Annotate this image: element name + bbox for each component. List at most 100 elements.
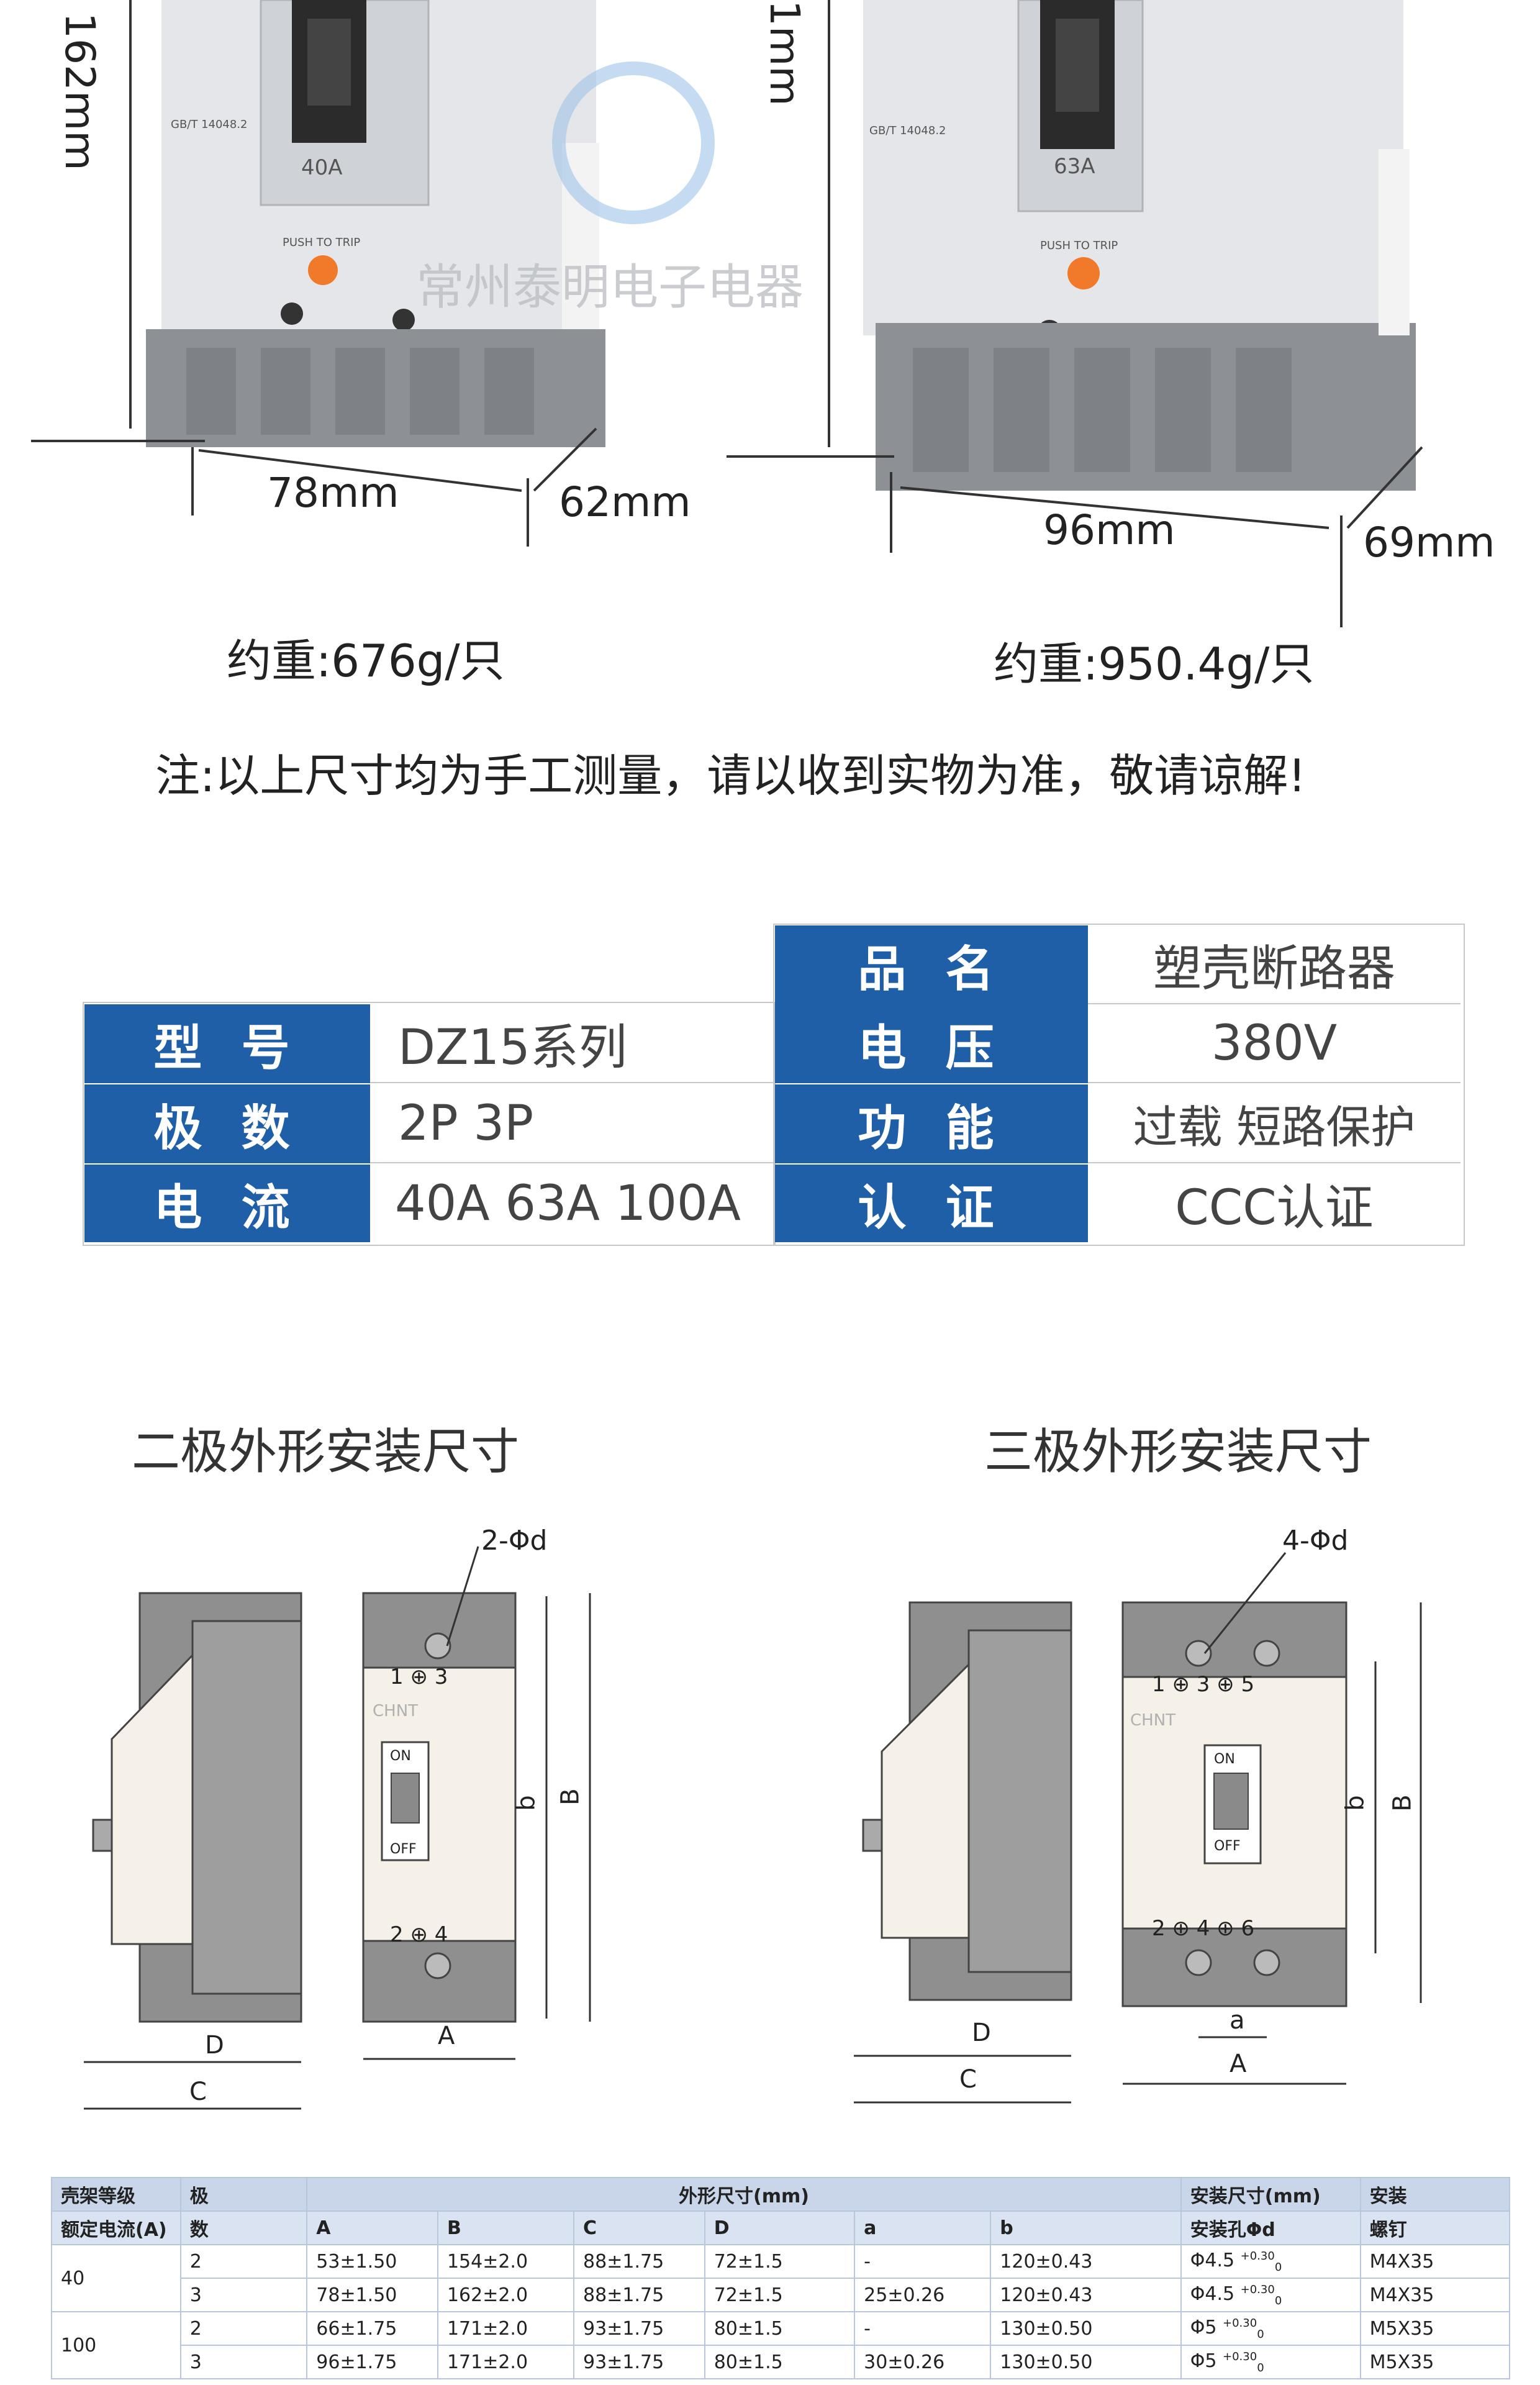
table-cell: 162±2.0 (437, 2278, 575, 2312)
right-weight: 约重:950.4g/只 (994, 638, 1315, 690)
dimensions-table: 壳架等级 极 外形尺寸(mm) 安装尺寸(mm) 安装 额定电流(A) 数 A … (51, 2177, 1511, 2379)
spec-value-function: 过载 短路保护 (1088, 1084, 1461, 1163)
table-cell: M5X35 (1359, 2345, 1511, 2379)
table-row: 3 96±1.75 171±2.0 93±1.75 80±1.5 30±0.26… (52, 2345, 1511, 2379)
tolerance-lower: 0 (1274, 2294, 1282, 2307)
table-cell: 80±1.5 (704, 2311, 856, 2346)
table-header-row-1: 壳架等级 极 外形尺寸(mm) 安装尺寸(mm) 安装 (51, 2177, 1511, 2212)
table-cell: 3 (179, 2278, 308, 2312)
two-pole-dim-C: C (189, 2078, 207, 2106)
left-breaker-image (146, 0, 605, 447)
left-standard-label: GB/T 14048.2 (171, 118, 248, 131)
table-cell: 88±1.75 (573, 2244, 705, 2279)
table-header: a (854, 2210, 992, 2245)
table-cell: 40 (51, 2244, 181, 2312)
right-breaker-image (863, 0, 1416, 491)
three-pole-dim-A: A (1230, 2050, 1247, 2078)
spec-value-model: DZ15系列 (370, 1004, 773, 1083)
spec-label-model: 型 号 (84, 1004, 370, 1083)
two-pole-dim-D: D (205, 2031, 224, 2060)
hole-dia: Φ4.5 (1190, 2249, 1235, 2271)
table-header: 外形尺寸(mm) (306, 2177, 1182, 2212)
table-cell: 72±1.5 (704, 2244, 856, 2279)
tolerance-lower: 0 (1257, 2361, 1264, 2374)
spec-label-function: 功 能 (775, 1084, 1088, 1163)
three-pole-bottom-terminals: 2 ⊕ 4 ⊕ 6 (1152, 1916, 1255, 1941)
table-cell: 154±2.0 (437, 2244, 575, 2279)
two-pole-off: OFF (390, 1842, 417, 1857)
left-push-label: PUSH TO TRIP (283, 236, 361, 249)
table-cell: 53±1.50 (306, 2244, 438, 2279)
three-pole-drawing (854, 1552, 1422, 2104)
table-row: 100 2 66±1.75 171±2.0 93±1.75 80±1.5 - 1… (51, 2311, 1511, 2379)
spec-value-name: 塑壳断路器 (1088, 925, 1461, 1004)
three-pole-dim-B: B (1388, 1794, 1417, 1812)
hole-dia: Φ5 (1190, 2350, 1217, 2372)
three-pole-hole-label: 4-Φd (1282, 1525, 1349, 1556)
three-pole-brand: CHNT (1130, 1711, 1176, 1730)
table-row: 3 78±1.50 162±2.0 88±1.75 72±1.5 25±0.26… (52, 2278, 1511, 2312)
two-pole-title: 二极外形安装尺寸 (132, 1424, 520, 1480)
table-header-row-2: 额定电流(A) 数 A B C D a b 安装孔Φd 螺钉 (51, 2210, 1511, 2245)
spec-value-cert: CCC认证 (1175, 1179, 1374, 1236)
table-header: 安装尺寸(mm) (1180, 2177, 1361, 2212)
table-cell: 120±0.43 (990, 2278, 1182, 2312)
table-cell: 78±1.50 (306, 2278, 438, 2312)
table-header: 安装 (1359, 2177, 1511, 2212)
two-pole-dim-b: b (512, 1795, 541, 1811)
right-standard-label: GB/T 14048.2 (869, 124, 946, 137)
table-cell: - (854, 2311, 992, 2346)
measurement-note: 注:以上尺寸均为手工测量，请以收到实物为准，敬请谅解! (155, 750, 1307, 802)
table-cell: M5X35 (1359, 2311, 1511, 2346)
table-header: 极 (179, 2177, 308, 2212)
table-header: 安装孔Φd (1180, 2210, 1361, 2245)
tolerance-upper: +0.30 (1223, 2316, 1257, 2330)
tolerance-lower: 0 (1274, 2260, 1282, 2274)
two-pole-brand: CHNT (373, 1702, 419, 1720)
three-pole-dim-C: C (959, 2065, 977, 2094)
table-cell: 2 (179, 2244, 308, 2279)
spec-value-current: 40A 63A 100A (395, 1175, 741, 1232)
right-height-label: 1mm (761, 0, 808, 106)
three-pole-dim-a: a (1230, 2006, 1245, 2035)
table-cell: 171±2.0 (437, 2345, 575, 2379)
spec-label-current: 电 流 (84, 1165, 370, 1242)
two-pole-hole-label: 2-Φd (481, 1525, 548, 1556)
table-header: b (990, 2210, 1182, 2245)
spec-label-poles: 极 数 (84, 1084, 370, 1163)
table-cell: 3 (179, 2345, 308, 2379)
table-header: B (437, 2210, 575, 2245)
right-breaker-rating: 63A (1054, 154, 1095, 179)
table-cell: 120±0.43 (990, 2244, 1182, 2279)
left-height-label: 162mm (56, 12, 104, 171)
table-header: 壳架等级 (51, 2177, 181, 2212)
three-pole-on: ON (1214, 1751, 1235, 1767)
table-cell: Φ5 +0.300 (1180, 2345, 1361, 2379)
three-pole-title: 三极外形安装尺寸 (984, 1424, 1372, 1480)
table-cell: 30±0.26 (854, 2345, 992, 2379)
two-pole-drawing (84, 1546, 591, 2110)
spec-value-voltage: 380V (1088, 1004, 1461, 1083)
tolerance-lower: 0 (1257, 2327, 1264, 2341)
left-weight: 约重:676g/只 (227, 635, 505, 687)
table-cell: 100 (51, 2311, 181, 2379)
table-header: D (704, 2210, 856, 2245)
table-cell: 93±1.75 (573, 2311, 705, 2346)
tolerance-upper: +0.30 (1223, 2350, 1257, 2363)
right-depth-label: 69mm (1363, 519, 1495, 566)
table-cell: 96±1.75 (306, 2345, 438, 2379)
table-cell: 130±0.50 (990, 2311, 1182, 2346)
tolerance-upper: +0.30 (1240, 2283, 1275, 2296)
spec-label-cert: 认 证 (775, 1165, 1088, 1242)
right-push-label: PUSH TO TRIP (1040, 239, 1118, 252)
tolerance-upper: +0.30 (1240, 2249, 1275, 2263)
table-cell: 130±0.50 (990, 2345, 1182, 2379)
table-cell: 25±0.26 (854, 2278, 992, 2312)
watermark-text: 常州泰明电子电器 (416, 260, 804, 316)
table-cell: Φ5 +0.300 (1180, 2311, 1361, 2346)
three-pole-dim-D: D (972, 2019, 991, 2047)
three-pole-off: OFF (1214, 1838, 1241, 1854)
product-photo-area (31, 0, 1423, 627)
table-cell: 93±1.75 (573, 2345, 705, 2379)
left-depth-label: 62mm (559, 478, 691, 526)
